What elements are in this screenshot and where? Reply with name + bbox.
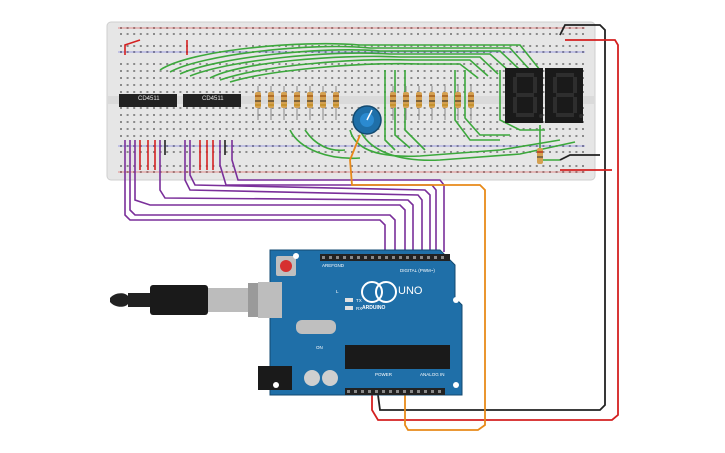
a0-wire[interactable] [349,134,486,431]
power-analog-header[interactable] [345,388,445,395]
digital-header-pins[interactable] [322,256,444,259]
ic-label-right: CD4511 [202,96,224,102]
arduino-model-label: UNO [398,285,423,297]
rx-label: RX [356,306,363,311]
potentiometer[interactable] [352,105,382,135]
crystal [296,320,336,334]
atmega-chip [345,345,450,369]
arduino-logo-icon [361,281,383,303]
l-label: L [336,289,339,294]
digital-header-label: DIGITAL (PWM~) [400,268,435,273]
tx-label: TX [356,298,362,303]
ic-label-left: CD4511 [138,96,160,102]
ic-cd4511-right[interactable] [183,94,241,107]
arduino-brand-label: ARDUINO [362,305,386,311]
usb-cable[interactable] [110,283,278,317]
gnd-wire[interactable] [377,24,606,411]
display-segments [513,73,583,118]
gnd-label: GND [334,263,344,268]
red-jumpers[interactable] [124,39,214,170]
5v-wire[interactable] [371,39,619,421]
purple-wires[interactable] [124,140,445,252]
capacitor-2 [322,370,338,386]
capacitor-1 [304,370,320,386]
usb-port[interactable] [258,282,282,318]
on-label: ON [316,345,323,350]
resistor-array[interactable] [255,86,474,120]
aref-label: AREF [322,263,335,268]
analog-header-pins[interactable] [347,390,441,393]
display-resistor[interactable] [537,148,543,164]
arduino-uno-board[interactable] [258,249,463,396]
green-wires[interactable] [159,42,576,162]
analog-header-label: ANALOG IN [420,372,445,377]
breadboard-center-channel [107,96,595,104]
power-header-label: POWER [375,372,393,377]
ic-cd4511-left[interactable] [119,94,177,107]
black-jumpers[interactable] [164,140,226,155]
